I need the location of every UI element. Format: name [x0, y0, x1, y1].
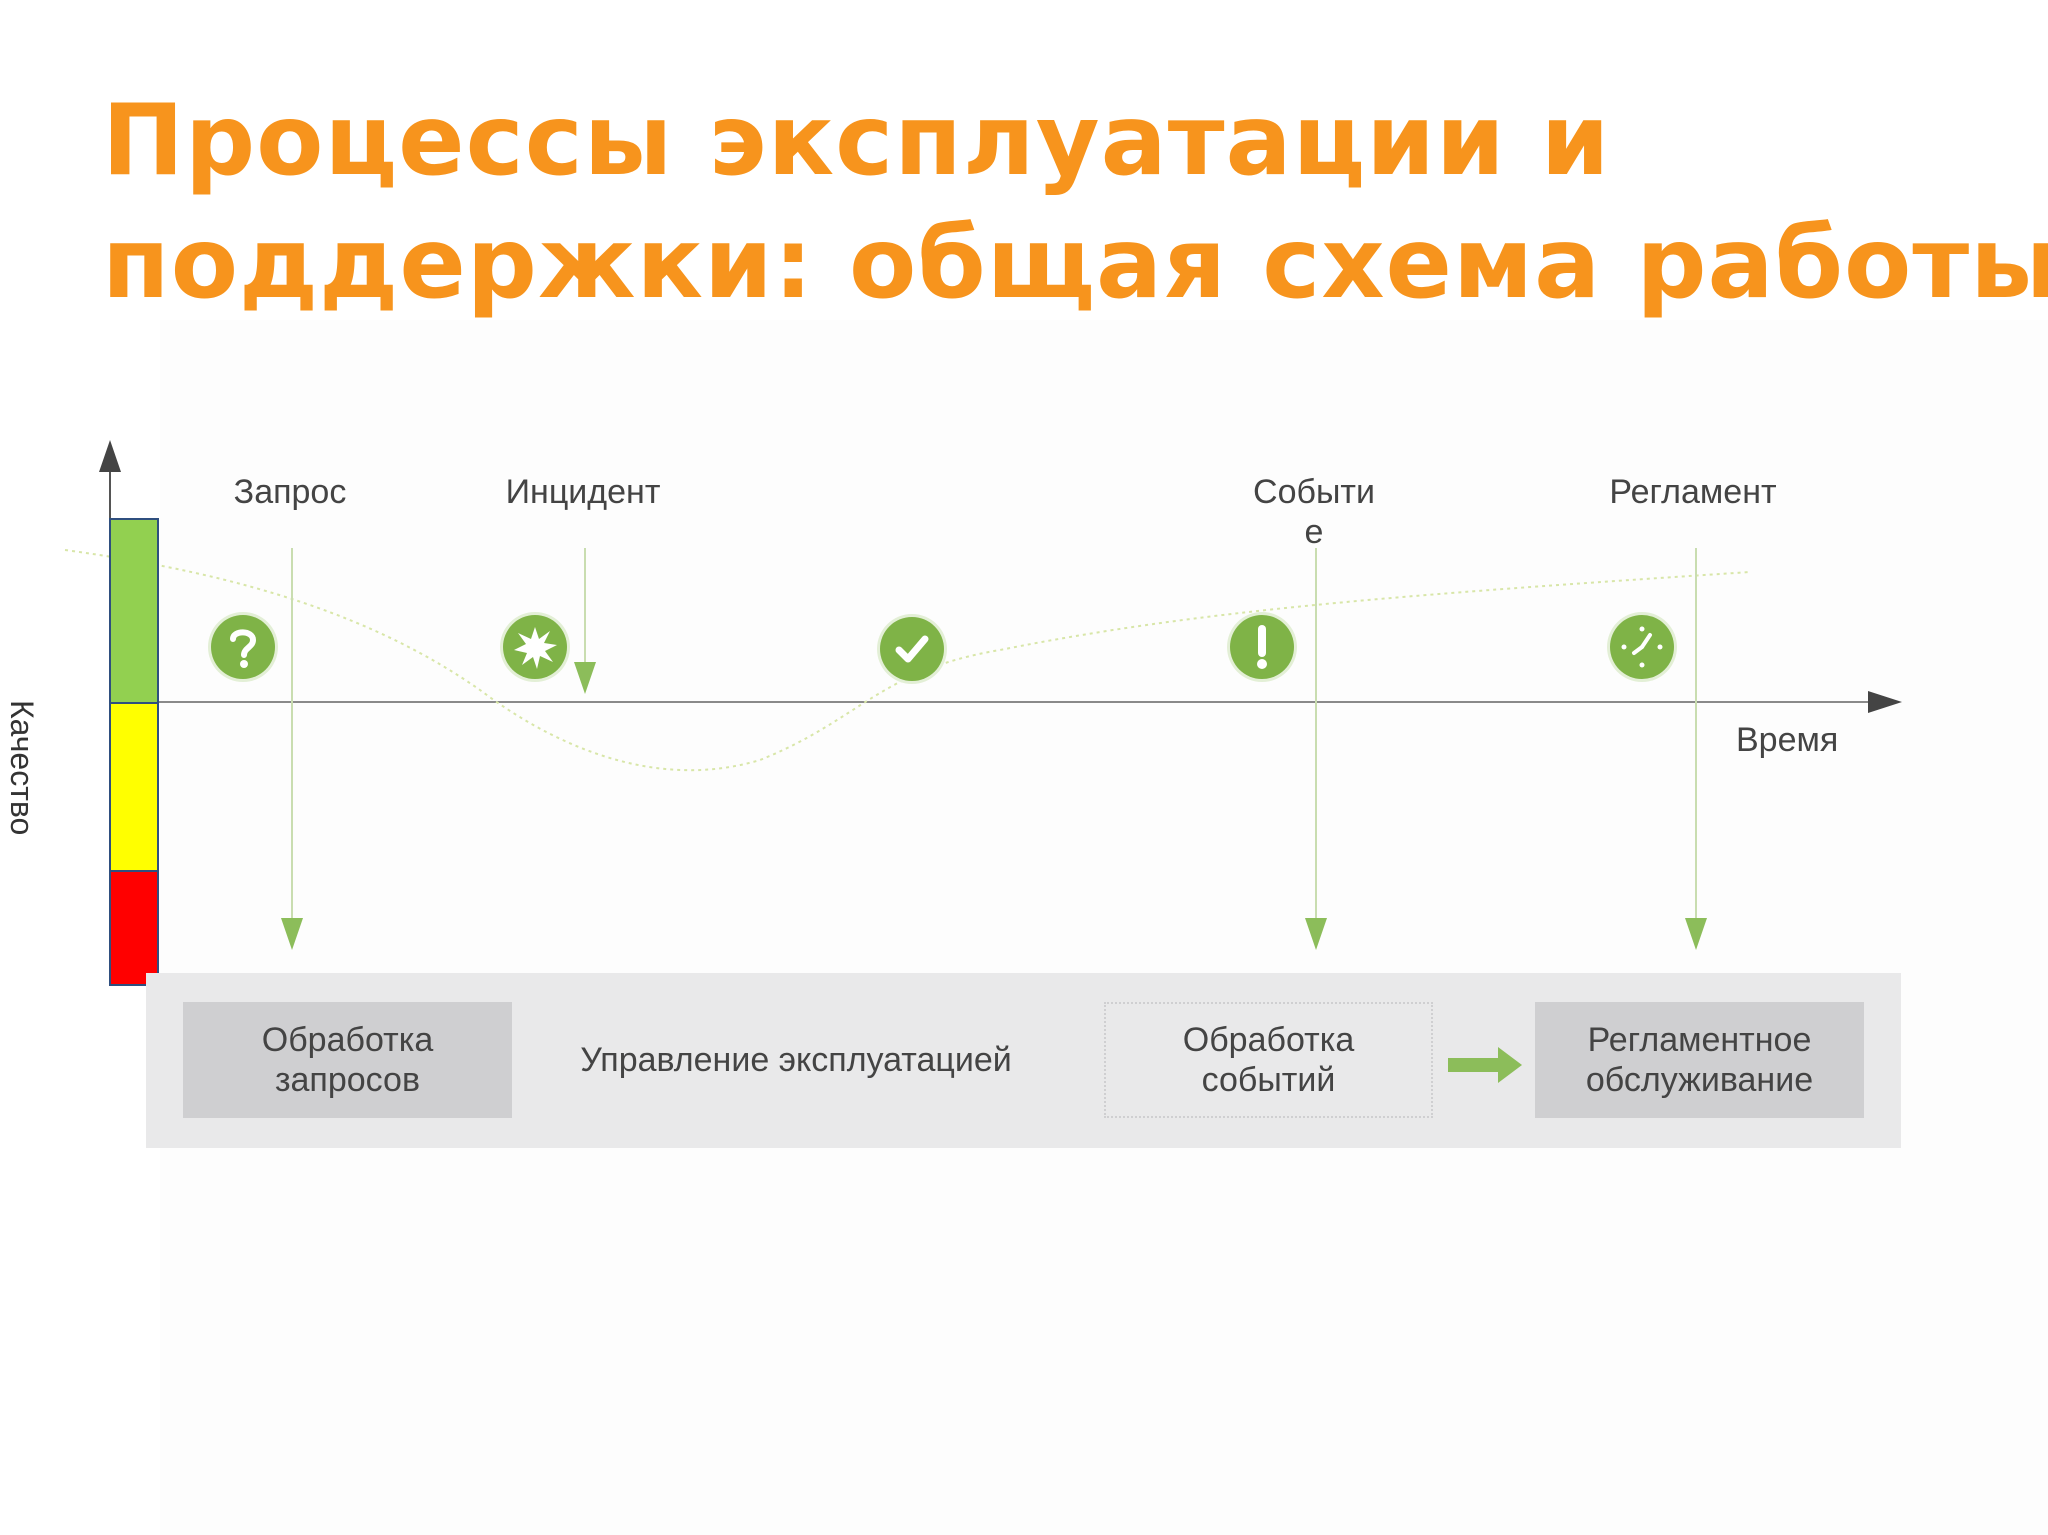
y-axis-label: Качество	[4, 700, 40, 836]
quality-level-red	[111, 872, 157, 984]
burst-icon	[503, 615, 567, 679]
process-maintenance-label: Регламентное обслуживание	[1585, 1021, 1814, 1099]
title-line-1: Процессы эксплуатации и	[102, 84, 1611, 198]
event-arrowhead	[1305, 918, 1327, 950]
process-requests-label: Обработка запросов	[261, 1021, 434, 1099]
regulation-arrowhead	[1685, 918, 1707, 950]
process-operations: Управление эксплуатацией	[540, 1002, 1052, 1118]
question-icon	[211, 615, 275, 679]
process-events-label: Обработка событий	[1182, 1021, 1355, 1099]
event-label-regulation: Регламент	[1609, 473, 1777, 511]
x-axis-label: Время	[1736, 721, 1839, 759]
process-operations-label: Управление эксплуатацией	[580, 1041, 1012, 1079]
quality-curve	[64, 549, 1751, 772]
quality-scale	[109, 518, 159, 986]
quality-level-yellow	[111, 704, 157, 872]
x-axis-arrowhead	[1868, 691, 1902, 713]
request-arrowhead	[281, 918, 303, 950]
flow-arrow-icon	[1448, 1047, 1522, 1083]
clock-icon	[1610, 615, 1674, 679]
y-axis-arrowhead	[99, 440, 121, 472]
page-title: Процессы эксплуатации и поддержки: общая…	[102, 80, 2048, 326]
incident-arrowhead	[574, 662, 596, 694]
exclamation-icon	[1230, 615, 1294, 679]
process-requests: Обработка запросов	[183, 1002, 512, 1118]
quality-level-green	[111, 520, 157, 704]
event-label-incident: Инцидент	[505, 473, 661, 511]
diagram-background	[160, 320, 2048, 1535]
title-line-2: поддержки: общая схема работы	[102, 207, 2048, 321]
process-maintenance: Регламентное обслуживание	[1535, 1002, 1864, 1118]
event-label-event: Событи е	[1253, 473, 1375, 551]
process-events: Обработка событий	[1104, 1002, 1433, 1118]
checkmark-icon	[880, 617, 944, 681]
event-label-request: Запрос	[233, 473, 347, 511]
